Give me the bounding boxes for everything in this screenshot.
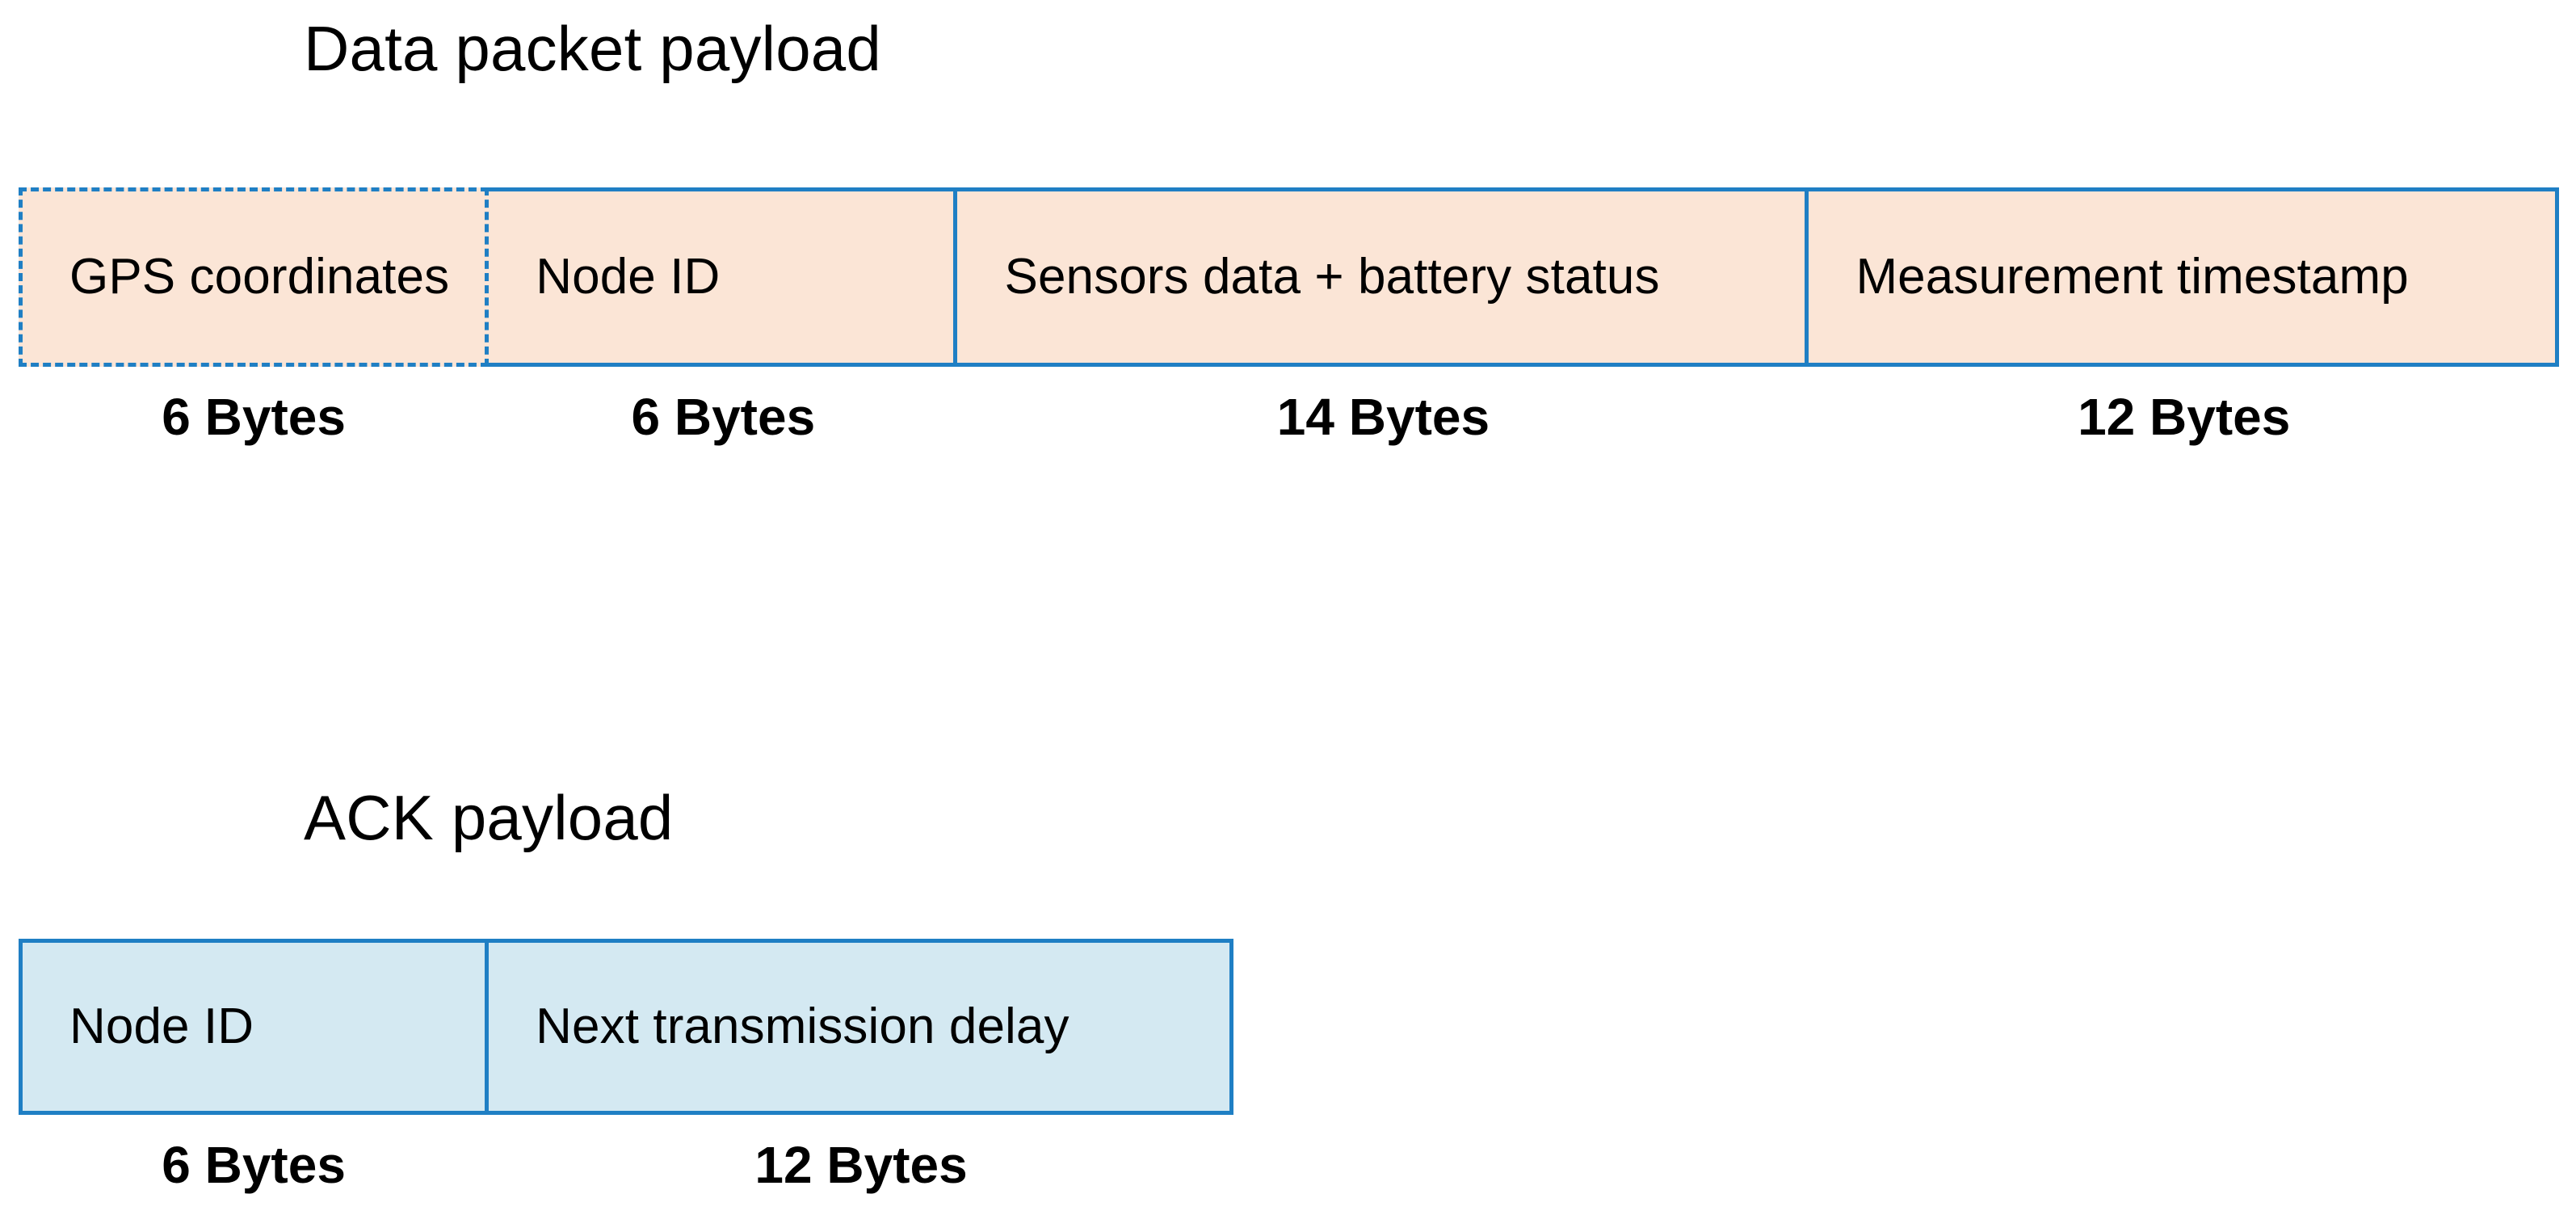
data-packet-field-row: GPS coordinates Node ID Sensors data + b…	[19, 187, 2559, 367]
packet-field-measurement-timestamp: Measurement timestamp	[1805, 187, 2559, 367]
packet-field-label: Node ID	[536, 249, 721, 305]
packet-field-size: 12 Bytes	[2078, 388, 2291, 446]
packet-field-label: GPS coordinates	[69, 249, 450, 305]
ack-field-node-id: Node ID	[19, 939, 490, 1115]
packet-field-size: 14 Bytes	[1276, 388, 1490, 446]
ack-field-size: 12 Bytes	[754, 1136, 968, 1194]
packet-field-size: 6 Bytes	[631, 388, 816, 446]
ack-payload-title: ACK payload	[304, 782, 674, 853]
ack-field-size: 6 Bytes	[162, 1136, 346, 1194]
ack-field-label: Next transmission delay	[536, 999, 1069, 1054]
packet-field-gps-coordinates: GPS coordinates	[19, 187, 490, 367]
packet-field-label: Measurement timestamp	[1855, 249, 2409, 305]
packet-field-label: Sensors data + battery status	[1004, 249, 1660, 305]
packet-field-node-id: Node ID	[485, 187, 958, 367]
ack-packet-field-row: Node ID Next transmission delay	[19, 939, 1233, 1115]
ack-field-next-transmission-delay: Next transmission delay	[485, 939, 1233, 1115]
packet-field-size: 6 Bytes	[162, 388, 346, 446]
ack-packet-size-row: 6 Bytes 12 Bytes	[19, 1134, 1233, 1199]
data-packet-title: Data packet payload	[304, 13, 881, 84]
ack-field-label: Node ID	[69, 999, 254, 1054]
packet-field-sensors-data-battery-status: Sensors data + battery status	[953, 187, 1809, 367]
data-packet-size-row: 6 Bytes 6 Bytes 14 Bytes 12 Bytes	[19, 386, 2559, 451]
